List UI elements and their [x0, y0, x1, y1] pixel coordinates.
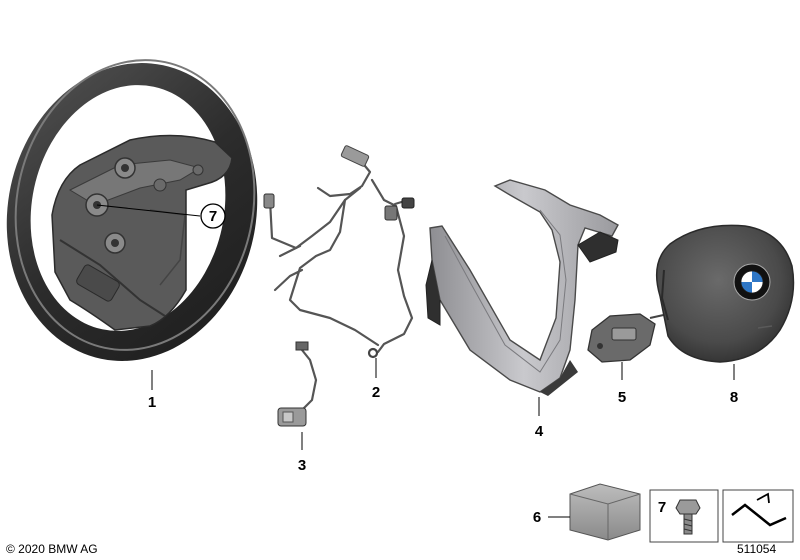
- callout-1-label: 1: [148, 394, 156, 411]
- callout-8-label: 8: [730, 389, 738, 406]
- callout-7-label: 7: [658, 499, 666, 516]
- callout-7-circled-label: 7: [209, 208, 217, 225]
- legend-arrow: [722, 489, 794, 543]
- cover-box-part: [569, 483, 641, 541]
- callout-3: 3: [298, 432, 306, 474]
- callout-2-label: 2: [372, 384, 380, 401]
- callout-1: 1: [148, 370, 156, 411]
- legend-bolt: 7: [649, 489, 719, 543]
- callout-8: 8: [730, 364, 738, 406]
- switch-module-part: [587, 313, 669, 363]
- airbag-module-part: [655, 224, 795, 363]
- callout-4: 4: [535, 397, 544, 440]
- callout-4-label: 4: [535, 423, 544, 440]
- callout-5: 5: [618, 362, 626, 406]
- callout-6: 6: [533, 509, 570, 526]
- zigzag-arrow-icon: [731, 503, 787, 527]
- callout-5-label: 5: [618, 389, 626, 406]
- wiring-harness-part: [268, 150, 414, 359]
- callout-2: 2: [372, 358, 380, 401]
- steering-wheel-part: [6, 59, 258, 361]
- callout-7-circled: 7: [96, 203, 226, 229]
- callout-6-label: 6: [533, 509, 541, 526]
- diagram-id-text: 511054: [737, 542, 777, 556]
- callout-3-label: 3: [298, 457, 306, 474]
- small-wire-part: [277, 341, 318, 427]
- bolt-icon: [675, 499, 701, 535]
- harness-connectors: [263, 145, 415, 221]
- trim-cover-part: [425, 179, 619, 396]
- copyright-text: © 2020 BMW AG: [6, 542, 98, 556]
- bmw-logo-icon: [733, 263, 771, 301]
